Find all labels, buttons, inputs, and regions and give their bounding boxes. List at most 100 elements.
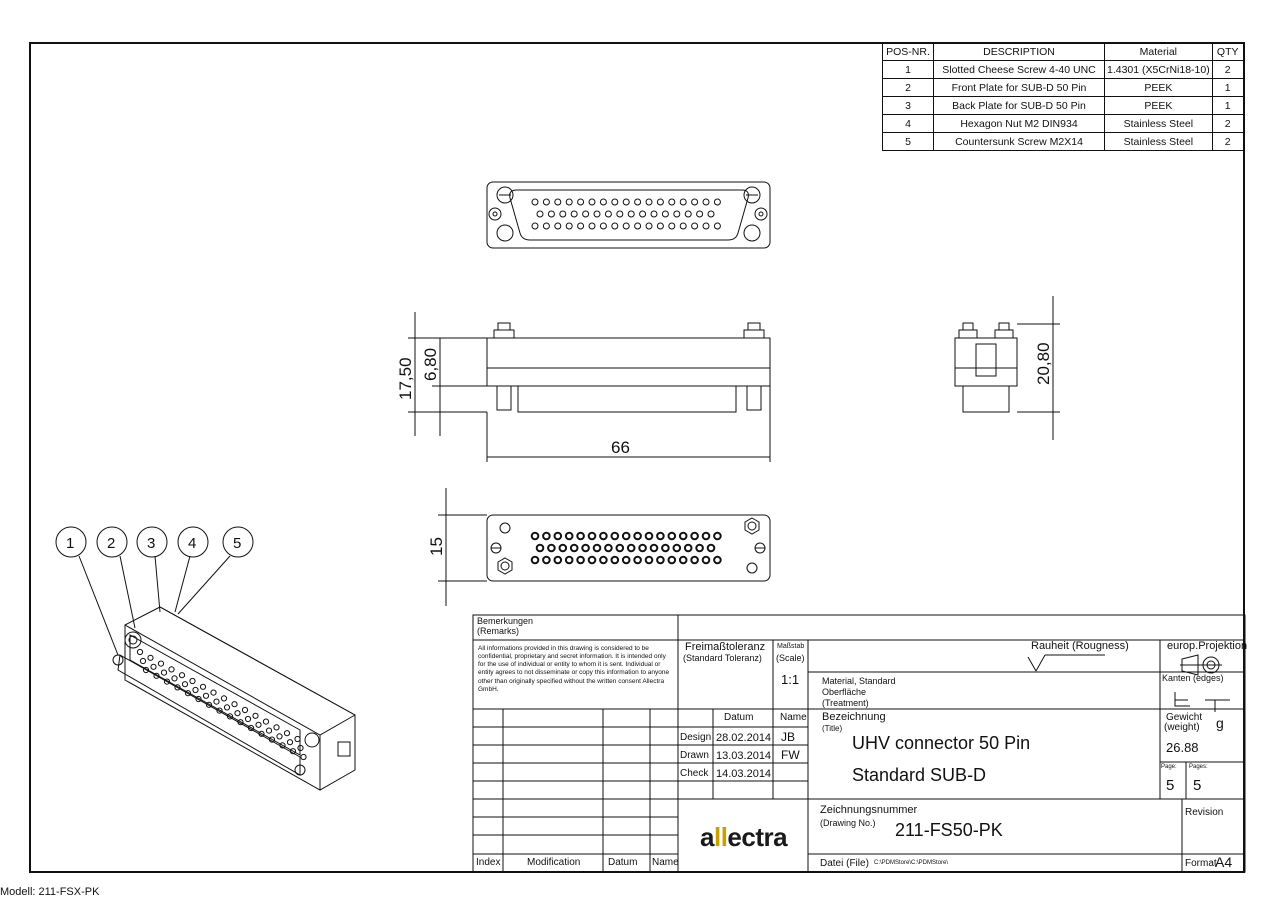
pin-hole (656, 222, 664, 230)
pin-hole (599, 198, 607, 206)
pin-hole (157, 660, 165, 667)
pin-hole (639, 210, 647, 218)
pin-hole (283, 730, 291, 737)
pin-hole (163, 678, 171, 685)
pin-hole (599, 531, 608, 541)
back-view (438, 488, 771, 606)
bill-of-materials: POS-NR. DESCRIPTION Material QTY 1 Slott… (882, 42, 1244, 151)
bom-cell: Hexagon Nut M2 DIN934 (933, 114, 1105, 133)
bom-header-material: Material (1104, 42, 1213, 61)
pin-hole (237, 719, 244, 726)
pin-hole (244, 715, 252, 723)
bom-cell: PEEK (1104, 96, 1213, 115)
pin-hole (160, 669, 168, 676)
pin-hole (168, 666, 175, 673)
pin-hole (707, 210, 715, 218)
pin-hole (634, 222, 642, 230)
pin-hole (184, 690, 192, 697)
pin-hole (268, 736, 276, 743)
dim-bottom-width: 15 (427, 537, 446, 556)
pin-hole (592, 543, 602, 553)
file-path: C:\PDMStore\C:\PDMStore\ (874, 860, 949, 866)
pin-hole (255, 721, 262, 728)
pin-hole (234, 710, 241, 717)
pin-hole (683, 543, 693, 553)
pin-hole (656, 531, 665, 541)
material-label: Material, Standard (822, 676, 896, 686)
pin-hole (634, 198, 642, 206)
pin-hole (289, 748, 297, 755)
pin-hole (621, 531, 631, 541)
format-label: Format (1185, 858, 1217, 869)
projection-label: europ.Projektion (1167, 640, 1248, 652)
scale-label: Maßstab (777, 643, 805, 650)
scale-label-en: (Scale) (776, 653, 805, 663)
pin-hole (645, 198, 653, 206)
logo-rest: ectra (727, 822, 788, 852)
bom-cell: 1 (1211, 96, 1244, 115)
pin-hole (542, 198, 550, 206)
pin-hole (622, 222, 630, 230)
pin-hole (150, 663, 157, 670)
pin-hole (136, 648, 144, 656)
drawn-date: 13.03.2014 (716, 750, 772, 762)
drawing-number: 211-FS50-PK (895, 820, 1003, 840)
pin-hole (553, 555, 563, 565)
pin-hole (684, 210, 692, 218)
pin-hole (202, 692, 210, 699)
drawing-no-label: Zeichnungsnummer (820, 804, 918, 816)
datum-label: Datum (724, 712, 754, 723)
pin-hole (181, 681, 189, 688)
pin-hole (273, 724, 280, 731)
pin-hole (644, 531, 654, 541)
bom-row: 3 Back Plate for SUB-D 50 Pin PEEK 1 (882, 96, 1244, 115)
bom-header-pos: POS-NR. (882, 42, 934, 61)
pin-hole (576, 531, 585, 541)
pin-hole (210, 689, 217, 696)
pin-hole (220, 695, 228, 702)
pin-hole (223, 704, 231, 711)
pin-hole (633, 531, 642, 541)
title-block-grid (472, 614, 1246, 873)
pin-hole (691, 222, 699, 230)
design-label: Design (680, 732, 712, 743)
page-number: 5 (1166, 777, 1175, 794)
balloon-3: 3 (147, 535, 155, 552)
pin-hole (668, 222, 676, 230)
pin-hole (216, 707, 223, 714)
pin-hole (610, 555, 620, 565)
balloon-group (55, 526, 254, 558)
pin-hole (262, 718, 270, 725)
bom-header-description: DESCRIPTION (933, 42, 1105, 61)
file-label: Datei (File) (820, 858, 869, 869)
pin-hole (702, 198, 710, 206)
pin-hole (279, 742, 286, 749)
bom-cell: 2 (1211, 60, 1244, 79)
pin-hole (536, 210, 544, 218)
pin-hole (565, 198, 573, 206)
surface-label: Oberfläche (822, 687, 867, 697)
pin-hole (673, 210, 681, 218)
pin-hole (588, 198, 596, 206)
name2-label: Name (652, 857, 679, 868)
end-view (954, 296, 1060, 440)
pin-hole (661, 543, 670, 553)
bom-cell: 4 (882, 114, 934, 133)
weight-label-en: (weight) (1164, 722, 1200, 733)
pin-hole (542, 531, 551, 541)
pin-hole (576, 555, 585, 565)
pin-hole (621, 555, 631, 565)
pin-hole (554, 198, 562, 206)
pin-hole (531, 198, 539, 206)
pin-hole (276, 733, 283, 740)
bom-cell: 3 (882, 96, 934, 115)
bom-cell: Back Plate for SUB-D 50 Pin (933, 96, 1105, 115)
pin-hole (189, 677, 196, 685)
pin-hole (633, 555, 642, 565)
bom-row: 5 Countersunk Screw M2X14 Stainless Stee… (882, 132, 1244, 151)
bom-cell: Countersunk Screw M2X14 (933, 132, 1105, 151)
bom-cell: 1 (882, 60, 934, 79)
pin-hole (690, 531, 699, 541)
pin-hole (588, 222, 596, 230)
